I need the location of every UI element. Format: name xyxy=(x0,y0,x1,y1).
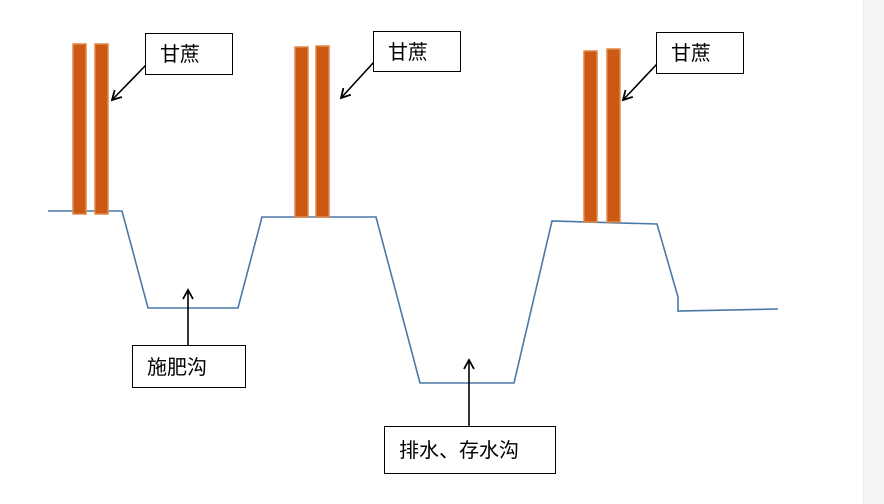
sugarcane-stalk xyxy=(94,43,109,215)
page-edge-shadow xyxy=(863,0,884,504)
sugarcane-stalk xyxy=(294,46,309,218)
drainage-ditch-label-text: 排水、存水沟 xyxy=(399,438,519,462)
sugarcane-stalk xyxy=(606,48,621,223)
arrow-sugarcane-1 xyxy=(110,64,147,102)
sugarcane-label-text: 甘蔗 xyxy=(388,39,428,64)
fertilizer-ditch-label: 施肥沟 xyxy=(132,345,246,388)
sugarcane-stalk xyxy=(72,43,87,215)
arrow-sugarcane-3 xyxy=(621,63,658,102)
sugarcane-label-1: 甘蔗 xyxy=(145,33,233,75)
sugarcane-stalk xyxy=(315,45,330,218)
fertilizer-ditch-label-text: 施肥沟 xyxy=(147,354,207,379)
arrow-sugarcane-2 xyxy=(339,61,375,100)
sugarcane-plant-3 xyxy=(583,48,621,223)
ground-profile-line xyxy=(48,210,779,384)
drainage-ditch-label: 排水、存水沟 xyxy=(384,426,556,474)
sugarcane-label-2: 甘蔗 xyxy=(373,31,461,72)
sugarcane-stalk xyxy=(583,50,598,223)
sugarcane-label-text: 甘蔗 xyxy=(160,42,200,66)
sugarcane-label-text: 甘蔗 xyxy=(671,41,711,65)
sugarcane-plant-2 xyxy=(294,45,330,218)
sugarcane-label-3: 甘蔗 xyxy=(656,32,744,74)
sugarcane-plant-1 xyxy=(72,43,109,215)
